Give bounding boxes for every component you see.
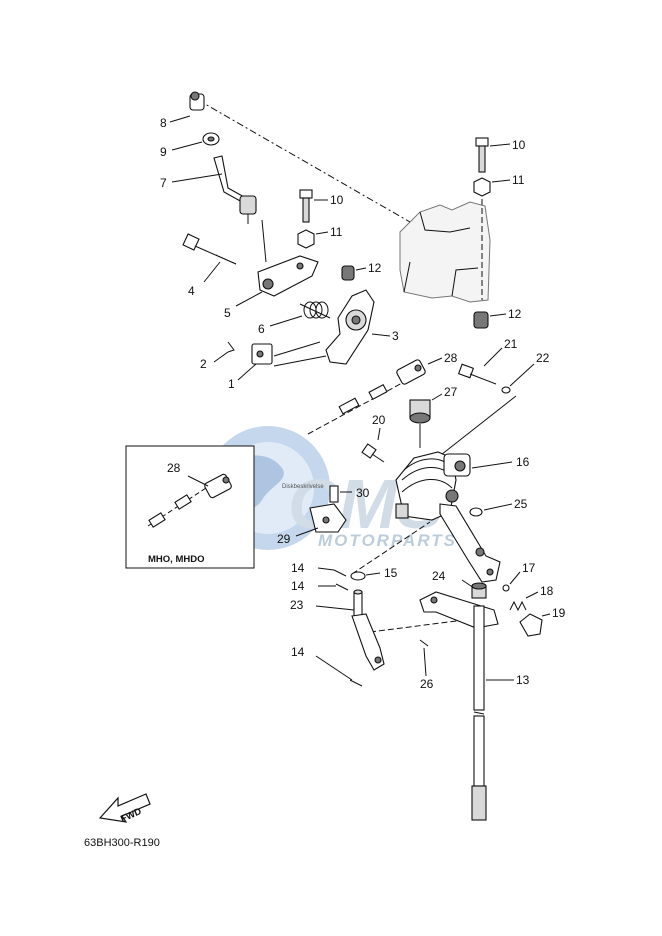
part-14-pin-c[interactable] [349,679,363,687]
part-26-pin[interactable] [419,639,429,647]
part-20-bolt[interactable] [361,443,385,463]
callout-27: 27 [444,385,458,399]
part-22-washer[interactable] [501,386,511,394]
inset-label: MHO, MHDO [148,554,204,565]
callout-18: 18 [540,584,554,598]
part-6-spring[interactable] [299,301,331,319]
callout-8: 8 [160,116,167,130]
fwd-arrow-icon: FWD [98,793,151,825]
housing-reference [399,201,491,303]
callout-16: 16 [516,455,530,469]
callout-22: 22 [536,351,550,365]
callout-9: 9 [160,145,167,159]
part-29-bracket[interactable] [309,503,347,533]
callout-24: 24 [432,569,446,583]
callout-14c: 14 [291,645,305,659]
inset-box: MHO, MHDO 28 [125,445,255,569]
callout-1: 1 [228,377,235,391]
callout-30: 30 [356,486,370,500]
part-11-nut[interactable] [297,229,315,249]
callout-29: 29 [277,532,291,546]
part-23-shift-lever[interactable] [351,589,385,671]
callout-3: 3 [392,329,399,343]
part-14-pin-a[interactable] [333,569,347,577]
callout-28b: 28 [167,461,181,475]
part-12-spacer[interactable] [341,265,355,281]
part-10-bolt-right[interactable] [475,137,489,173]
part-5-bracket[interactable] [257,255,319,297]
callout-17: 17 [522,561,536,575]
inset-part-28[interactable] [204,473,233,499]
callout-12a: 12 [368,261,382,275]
part-19-cap[interactable] [519,613,543,637]
callout-15: 15 [384,566,398,580]
callout-14a: 14 [291,561,305,575]
callout-2: 2 [200,357,207,371]
control-arm[interactable] [439,503,501,583]
part-17-pin[interactable] [502,584,510,592]
callout-11b: 11 [512,173,525,187]
callout-6: 6 [258,322,265,336]
part-14-pin-b[interactable] [335,583,349,591]
watermark-sub: MOTORPARTS [318,531,457,550]
part-21-bolt[interactable] [457,363,497,385]
callout-26: 26 [420,677,434,691]
part-3-lever[interactable] [325,289,375,365]
callout-19: 19 [552,606,566,620]
callout-7: 7 [160,176,167,190]
callout-23: 23 [290,598,304,612]
part-8-cable-end[interactable] [189,91,205,111]
part-9-nut[interactable] [202,132,220,146]
callout-28a: 28 [444,351,458,365]
part-25-washer[interactable] [469,507,483,517]
part-30-screw[interactable] [329,485,339,503]
callout-10a: 10 [330,193,344,207]
cam-assembly[interactable] [395,451,471,521]
part-28-cable-joint[interactable] [396,359,426,385]
callout-10b: 10 [512,138,526,152]
diagram-code: 63BH300-R190 [84,837,160,849]
part-18-spring[interactable] [509,600,527,612]
part-11-nut-right[interactable] [473,177,491,197]
callout-14b: 14 [291,579,305,593]
callout-20: 20 [372,413,386,427]
callout-13: 13 [516,673,530,687]
inset-small-text: Diskbeskrivelse [282,484,324,490]
part-12-spacer-right[interactable] [473,311,489,329]
part-4-long-bolt[interactable] [182,233,237,265]
part-1-clip[interactable] [251,343,273,365]
part-15-washer[interactable] [350,571,366,581]
part-2-pin[interactable] [227,341,235,353]
callout-11a: 11 [330,225,343,239]
part-13-shift-rod[interactable] [471,605,487,821]
callout-12b: 12 [508,307,522,321]
throttle-cable[interactable] [307,381,405,435]
part-10-bolt[interactable] [299,189,313,223]
callout-5: 5 [224,306,231,320]
callout-21: 21 [504,337,518,351]
callout-4: 4 [188,284,195,298]
part-24-bushing[interactable] [471,582,487,599]
callout-25: 25 [514,497,528,511]
part-7-link-rod[interactable] [213,155,257,224]
part-27-collar[interactable] [409,399,431,424]
